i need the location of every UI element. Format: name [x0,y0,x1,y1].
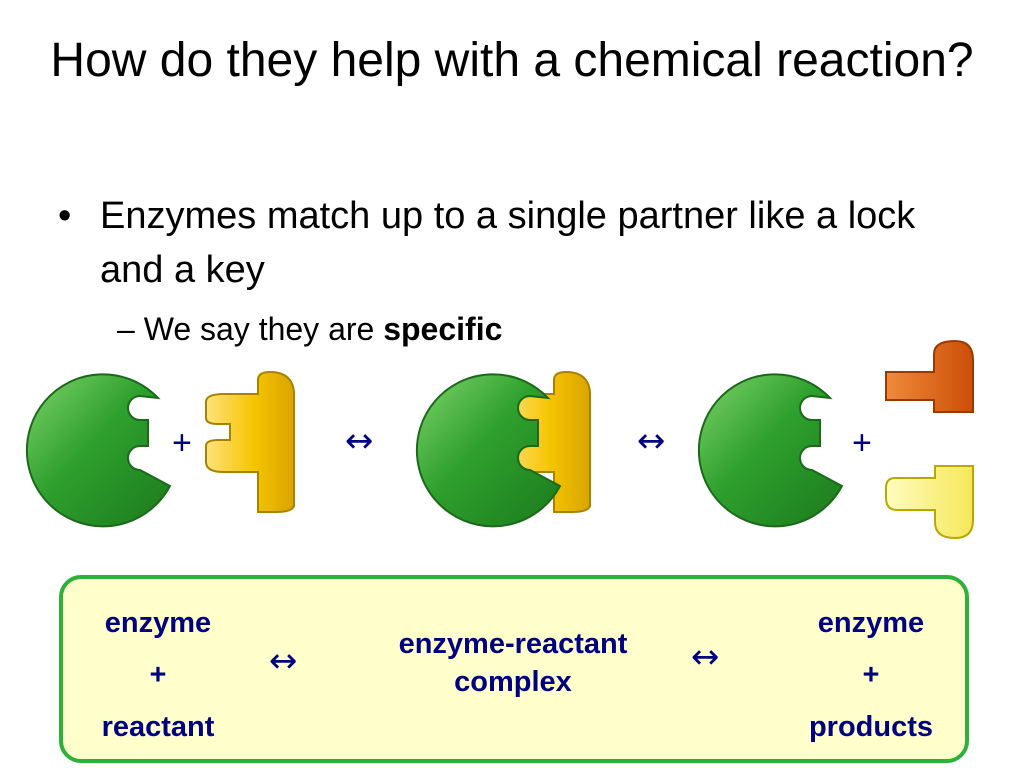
reactant-shape [205,371,295,513]
bullet-text: Enzymes match up to a single partner lik… [100,195,916,291]
plus-sign-2: + [852,424,872,462]
summary-left-enzyme: enzyme [104,607,212,639]
plus-sign-1: + [172,424,192,462]
summary-arrow-left-icon: ↔ [269,641,298,681]
summary-right: enzyme + products [791,597,951,753]
enzyme-shape-1 [25,373,171,528]
product-shape-yellow [885,465,974,540]
bullet-marker: • [58,195,72,237]
sub-bullet-bold: specific [383,311,503,347]
summary-panel: enzyme + reactant ↔ enzyme-reactant comp… [59,575,969,763]
summary-middle-line1: enzyme-reactant [398,628,628,660]
summary-arrow-right-icon: ↔ [691,637,720,677]
complex-shape [415,371,591,528]
summary-middle-line2: complex [454,666,572,698]
sub-bullet-text: – We say they are [117,311,384,347]
double-arrow-icon-1: ↔ [345,421,374,461]
product-shape-orange [885,339,974,413]
enzyme-shape-2 [697,373,843,528]
lock-and-key-diagram: + ↔ ↔ + [25,339,974,540]
sub-bullet: – We say they are specific [117,307,502,351]
summary-right-products: products [808,711,934,743]
double-arrow-icon-2: ↔ [637,421,666,461]
summary-middle: enzyme-reactant complex [363,625,663,701]
slide-title: How do they help with a chemical reactio… [50,34,974,87]
summary-left: enzyme + reactant [83,597,233,753]
summary-left-plus: + [149,659,167,691]
summary-right-plus: + [862,659,880,691]
summary-left-reactant: reactant [101,711,215,743]
summary-right-enzyme: enzyme [817,607,925,639]
